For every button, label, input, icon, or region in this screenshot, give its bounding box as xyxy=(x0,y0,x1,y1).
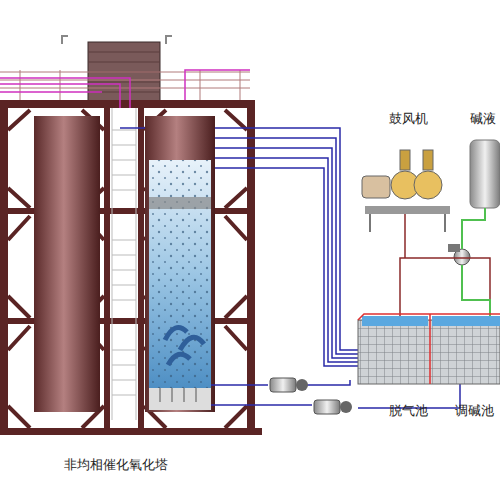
equipment-label: 碱液 xyxy=(470,110,496,128)
tower-label: 非均相催化氧化塔 xyxy=(64,456,168,474)
pool-label: 调碱池 xyxy=(455,402,494,420)
pool-label: 脱气池 xyxy=(389,402,428,420)
equipment-label: 鼓风机 xyxy=(389,110,428,128)
